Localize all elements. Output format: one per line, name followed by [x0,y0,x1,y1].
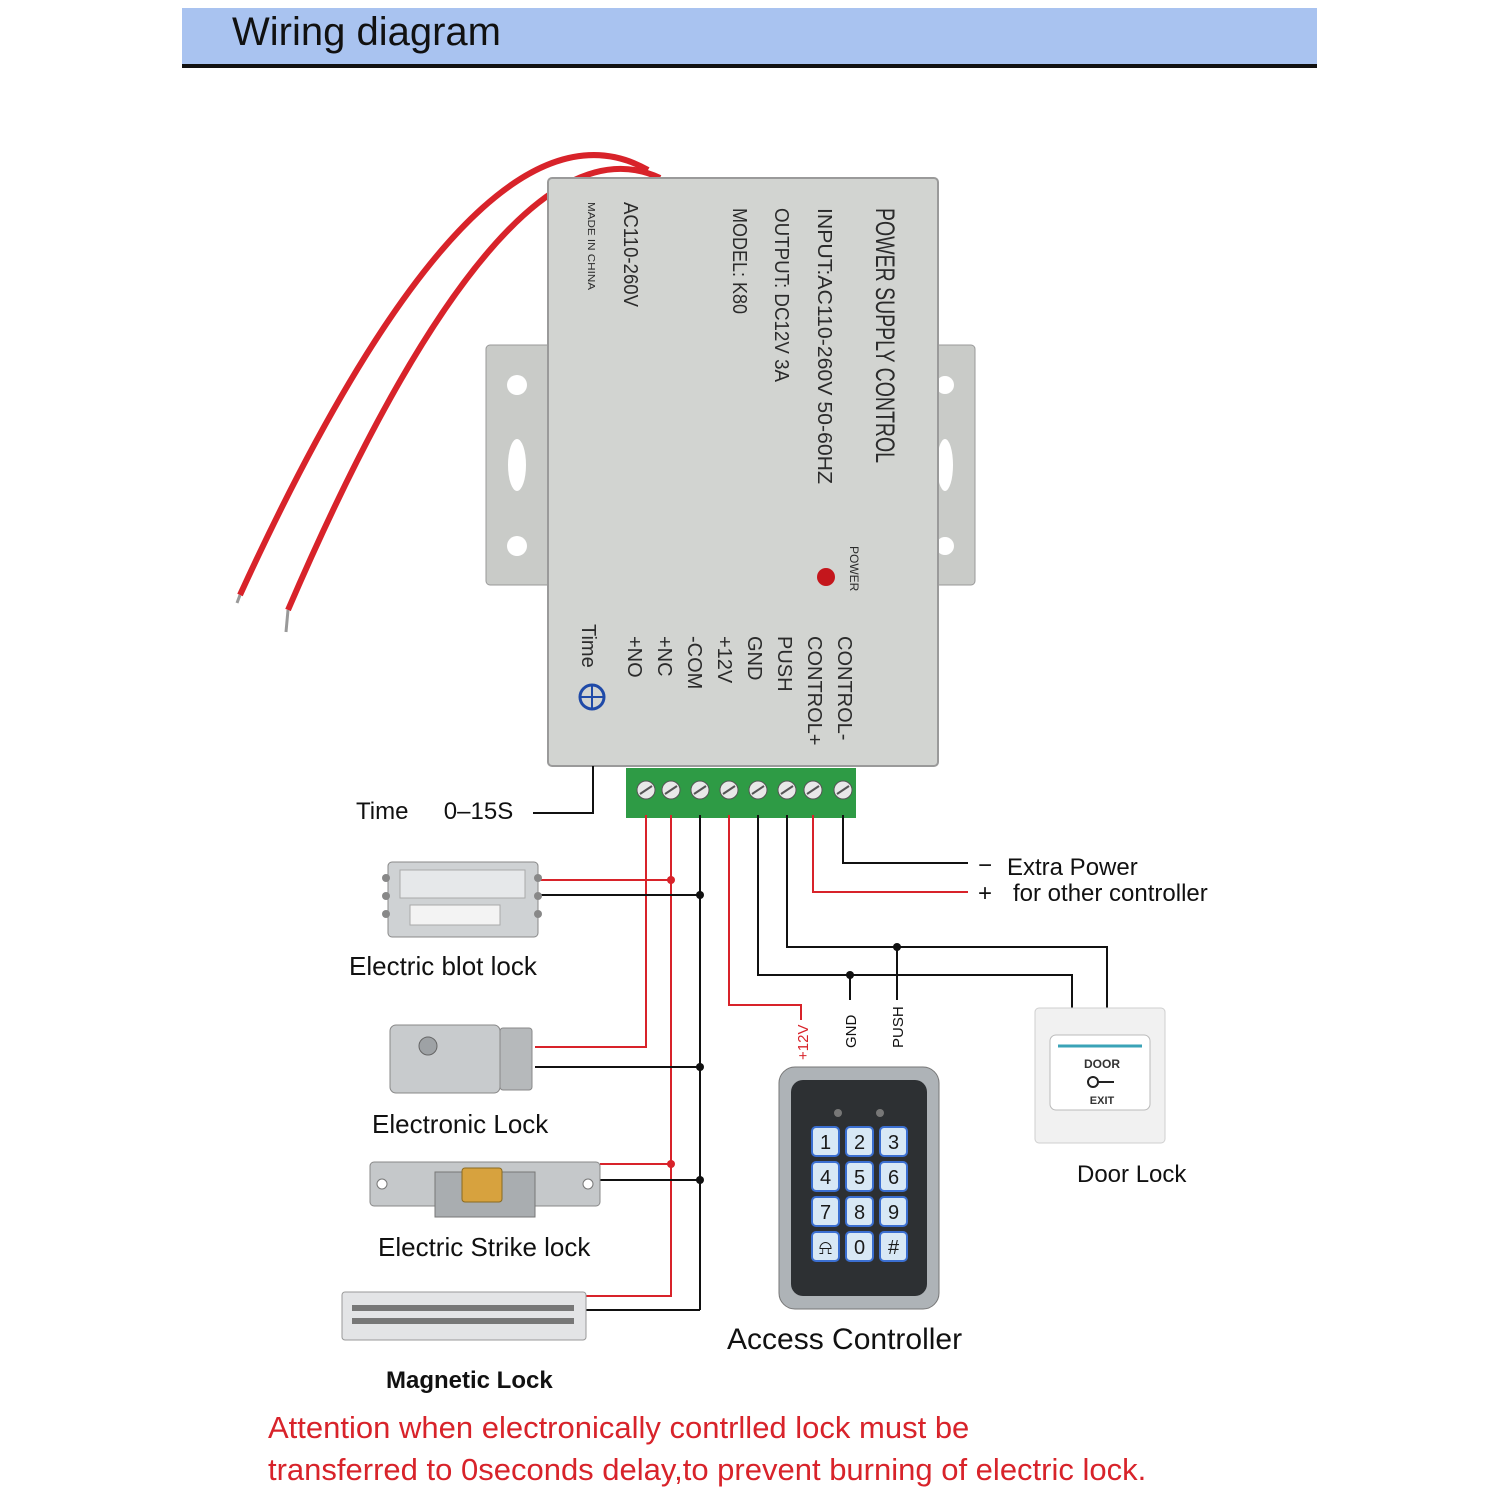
psu-model: MODEL: K80 [728,208,750,314]
attention-line-2: transferred to 0seconds delay,to prevent… [268,1452,1147,1487]
keypad-key [811,1126,840,1157]
terminal-label-3: GND [743,636,765,680]
power-supply-box [485,177,976,767]
keypad-key-label: 0 [854,1237,865,1259]
keypad-key-label: 5 [854,1167,865,1189]
psu-power-indicator: POWER [847,546,861,592]
keypad-key [811,1161,840,1192]
access-controller-label: Access Controller [727,1323,963,1356]
keypad-key-label: 9 [888,1202,899,1224]
time-label-name: Time [356,798,409,825]
lock-label-bolt: Electric blot lock [349,951,537,981]
controller-pin-labels: +12V GND PUSH [795,1006,907,1060]
power-supply-labels: POWER SUPPLY CONTROL INPUT:AC110-260V 50… [577,202,900,668]
terminal-label-5: -COM [683,636,705,689]
keypad-key [879,1231,908,1262]
keypad-key [845,1161,874,1192]
pin-gnd: GND [843,1015,860,1049]
electric-strike-image [369,1161,601,1218]
wires [535,815,1108,1311]
extra-power-line1: Extra Power [1007,854,1138,881]
door-button-bottom: EXIT [1090,1095,1115,1107]
keypad-key-label: 8 [854,1202,865,1224]
psu-voltage: AC110-260V [619,202,641,308]
keypad-key-label: 4 [820,1167,831,1189]
magnetic-lock-image [341,1291,587,1341]
psu-time: Time [577,624,599,668]
attention-line-1: Attention when electronically contrlled … [268,1410,970,1445]
keypad-key [811,1196,840,1227]
keypad-key [879,1126,908,1157]
extra-power-minus: − [978,852,993,879]
electronic-lock-image [389,1024,533,1094]
terminal-label-0: CONTROL- [833,636,855,740]
terminal-label-7: +NO [623,636,645,678]
keypad-key [879,1161,908,1192]
terminal-labels: CONTROL- CONTROL+ PUSH GND +12V -COM +NC +NO [623,636,855,745]
terminal-block [626,768,856,818]
keypad-key [845,1196,874,1227]
psu-origin: MADE IN CHINA [585,202,596,290]
keypad-key-label: # [888,1237,900,1259]
extra-power-plus: + [978,880,993,907]
pin-push: PUSH [890,1006,907,1048]
header-bar: Wiring diagram [182,8,1317,68]
lock-label-strike: Electric Strike lock [378,1232,591,1262]
extra-power-line2: for other controller [1013,880,1208,907]
keypad-key-label: 6 [888,1167,899,1189]
terminal-label-4: +12V [713,636,735,684]
time-pointer [533,766,594,814]
keypad-key-label: ⍾ [819,1237,832,1259]
time-label-value: 0–15S [443,798,514,825]
keypad-key-label: 1 [820,1132,831,1154]
psu-input: INPUT:AC110-260V 50-60HZ [813,208,835,484]
keypad-key [811,1231,840,1262]
psu-output: OUTPUT: DC12V 3A [770,208,792,383]
door-exit-button: DOOR EXIT [1034,1007,1166,1144]
lock-label-electronic: Electronic Lock [372,1109,549,1139]
access-controller-device: 1 2 3 4 5 6 7 8 9 ⍾ 0 # [778,1066,940,1310]
keypad-key [845,1231,874,1262]
mains-wires [235,152,662,633]
keypad-key-label: 2 [854,1132,865,1154]
psu-title: POWER SUPPLY CONTROL [870,208,900,463]
keypad-key [845,1126,874,1157]
lock-label-magnetic: Magnetic Lock [386,1367,553,1394]
door-button-top: DOOR [1084,1057,1120,1071]
page-title: Wiring diagram [232,10,501,54]
terminal-label-1: CONTROL+ [803,636,825,745]
power-led [817,568,835,586]
pin-12v: +12V [795,1025,812,1060]
time-label: Time 0–15S [356,798,513,826]
door-lock-label: Door Lock [1077,1161,1187,1188]
keypad-key [879,1196,908,1227]
keypad-key-label: 3 [888,1132,899,1154]
terminal-label-6: +NC [653,636,675,677]
keypad-key-label: 7 [820,1202,831,1224]
electric-bolt-lock-image [382,861,542,938]
terminal-label-2: PUSH [773,636,795,692]
